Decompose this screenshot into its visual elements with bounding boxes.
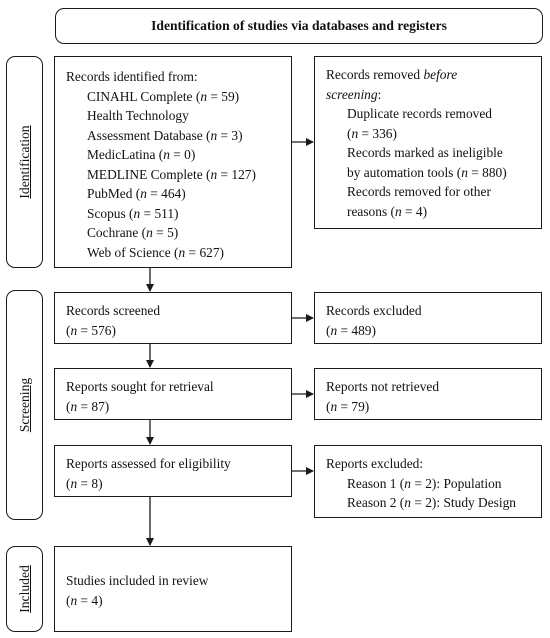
phase-screening: Screening bbox=[6, 290, 43, 520]
studies-included-count: (n = 4) bbox=[66, 592, 103, 608]
diagram-title-text: Identification of studies via databases … bbox=[151, 18, 447, 34]
phase-identification: Identification bbox=[6, 56, 43, 268]
records-identified-box: Records identified from: CINAHL Complete… bbox=[54, 56, 292, 268]
exclusion-reason: Reason 1 (n = 2): Population bbox=[347, 475, 502, 491]
reports-sought-box: Reports sought for retrieval (n = 87) bbox=[54, 368, 292, 420]
records-removed-heading: Records removed before bbox=[326, 67, 458, 82]
removed-line: (n = 336) bbox=[347, 125, 397, 141]
source-line: Assessment Database (n = 3) bbox=[87, 127, 243, 143]
records-removed-box: Records removed before screening: Duplic… bbox=[314, 56, 542, 229]
source-line: MedicLatina (n = 0) bbox=[87, 147, 196, 162]
source-line: Scopus (n = 511) bbox=[87, 205, 179, 221]
exclusion-reason: Reason 2 (n = 2): Study Design bbox=[347, 495, 516, 510]
reports-not-retrieved-label: Reports not retrieved bbox=[326, 379, 440, 394]
source-line: CINAHL Complete (n = 59) bbox=[87, 88, 240, 104]
reports-not-retrieved-count: (n = 79) bbox=[326, 398, 370, 414]
phase-included: Included bbox=[6, 546, 43, 632]
records-removed-heading-line2: screening: bbox=[326, 86, 382, 102]
diagram-title: Identification of studies via databases … bbox=[55, 8, 543, 44]
records-excluded-label: Records excluded bbox=[326, 303, 422, 318]
reports-assessed-label: Reports assessed for eligibility bbox=[66, 456, 231, 471]
records-excluded-count: (n = 489) bbox=[326, 322, 376, 338]
source-line: PubMed (n = 464) bbox=[87, 186, 186, 201]
records-identified-heading: Records identified from: bbox=[66, 69, 198, 84]
reports-sought-count: (n = 87) bbox=[66, 398, 110, 414]
removed-line: Duplicate records removed bbox=[347, 106, 493, 121]
removed-line: Records marked as ineligible bbox=[347, 145, 503, 160]
studies-included-box: Studies included in review (n = 4) bbox=[54, 546, 292, 632]
records-excluded-box: Records excluded (n = 489) bbox=[314, 292, 542, 344]
reports-assessed-count: (n = 8) bbox=[66, 475, 103, 491]
records-screened-label: Records screened bbox=[66, 303, 161, 318]
removed-line: by automation tools (n = 880) bbox=[347, 164, 507, 180]
source-line: MEDLINE Complete (n = 127) bbox=[87, 166, 256, 182]
removed-line: reasons (n = 4) bbox=[347, 203, 428, 219]
studies-included-label: Studies included in review bbox=[66, 573, 209, 588]
records-screened-box: Records screened (n = 576) bbox=[54, 292, 292, 344]
reports-excluded-box: Reports excluded: Reason 1 (n = 2): Popu… bbox=[314, 445, 542, 518]
source-line: Cochrane (n = 5) bbox=[87, 225, 179, 240]
reports-excluded-label: Reports excluded: bbox=[326, 456, 424, 471]
records-screened-count: (n = 576) bbox=[66, 322, 116, 338]
source-line: Health Technology bbox=[87, 108, 189, 123]
removed-line: Records removed for other bbox=[347, 184, 491, 199]
reports-not-retrieved-box: Reports not retrieved (n = 79) bbox=[314, 368, 542, 420]
source-line: Web of Science (n = 627) bbox=[87, 244, 224, 260]
reports-assessed-box: Reports assessed for eligibility (n = 8) bbox=[54, 445, 292, 497]
reports-sought-label: Reports sought for retrieval bbox=[66, 379, 214, 394]
